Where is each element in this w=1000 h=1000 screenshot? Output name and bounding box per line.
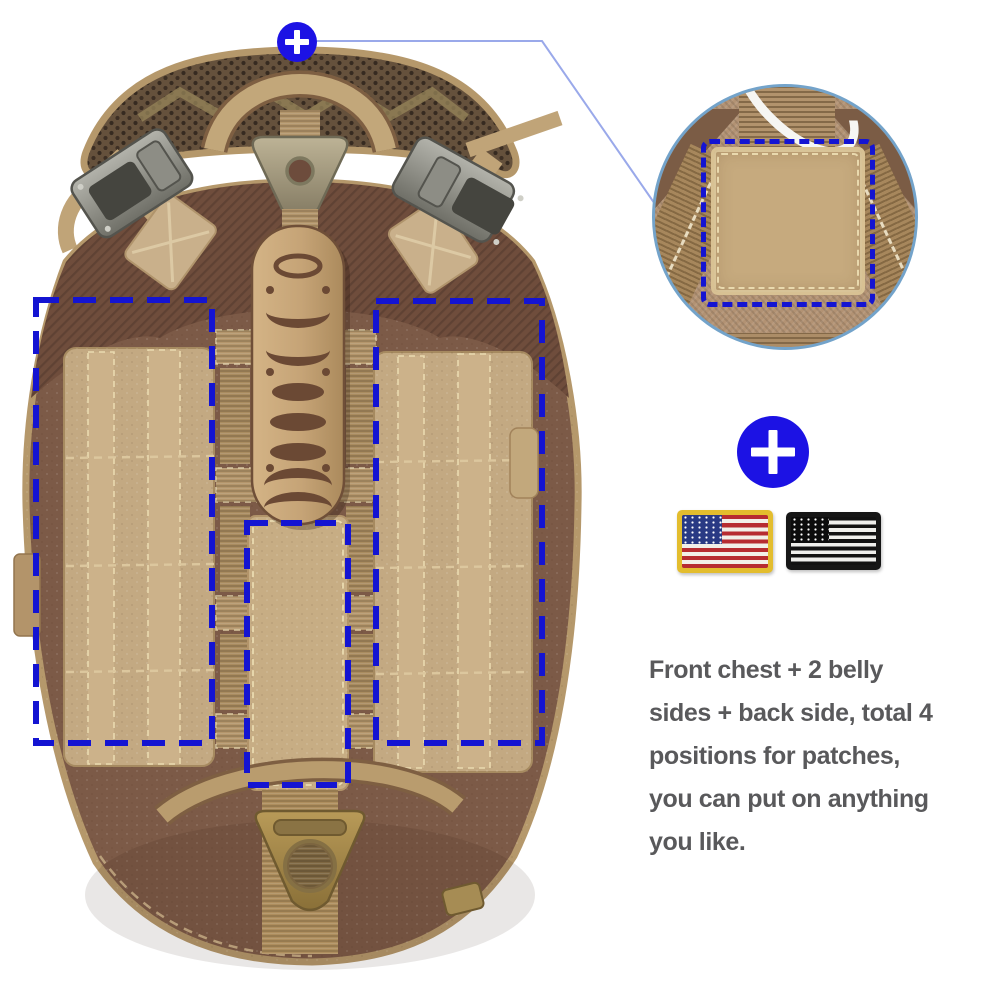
chest-detail-inset [652,84,918,350]
left-velcro-panel [63,347,215,767]
plus-icon [737,416,809,488]
handle-grip [250,224,350,530]
right-velcro-panel [373,351,533,773]
bottom-webbing [655,333,915,347]
patch-zone-front-chest [701,139,875,307]
dog-vest-photo [13,46,582,970]
right-edge-tab [509,427,539,499]
patch-positions-description: Front chest + 2 belly sides + back side,… [649,649,994,864]
center-velcro-strip [247,515,349,791]
bottom-webbing-handle [154,757,466,826]
flag-canton-stars [682,515,722,544]
left-buckle [70,128,194,239]
description-line: you like. [649,828,746,856]
description-line: Front chest + 2 belly [649,656,884,684]
plus-icon [277,22,317,62]
chest-velcro-patch-area [711,147,865,295]
us-flag-patch-black-white [786,512,881,570]
flag-field [682,515,768,568]
us-flag-patch-color [677,510,773,573]
flag-canton-stars [791,517,829,543]
patch-zone-back-center [244,520,351,788]
bottom-triangle-ring [254,809,366,912]
patch-zone-right-belly [373,298,545,746]
description-line: you can put on anything [649,785,929,813]
description-line: positions for patches, [649,742,900,770]
patch-zone-left-belly [33,297,215,746]
left-xstitch-tab [124,194,217,291]
flag-field [791,517,876,565]
bottom-right-loop [441,881,485,917]
description-line: sides + back side, total 4 [649,699,933,727]
